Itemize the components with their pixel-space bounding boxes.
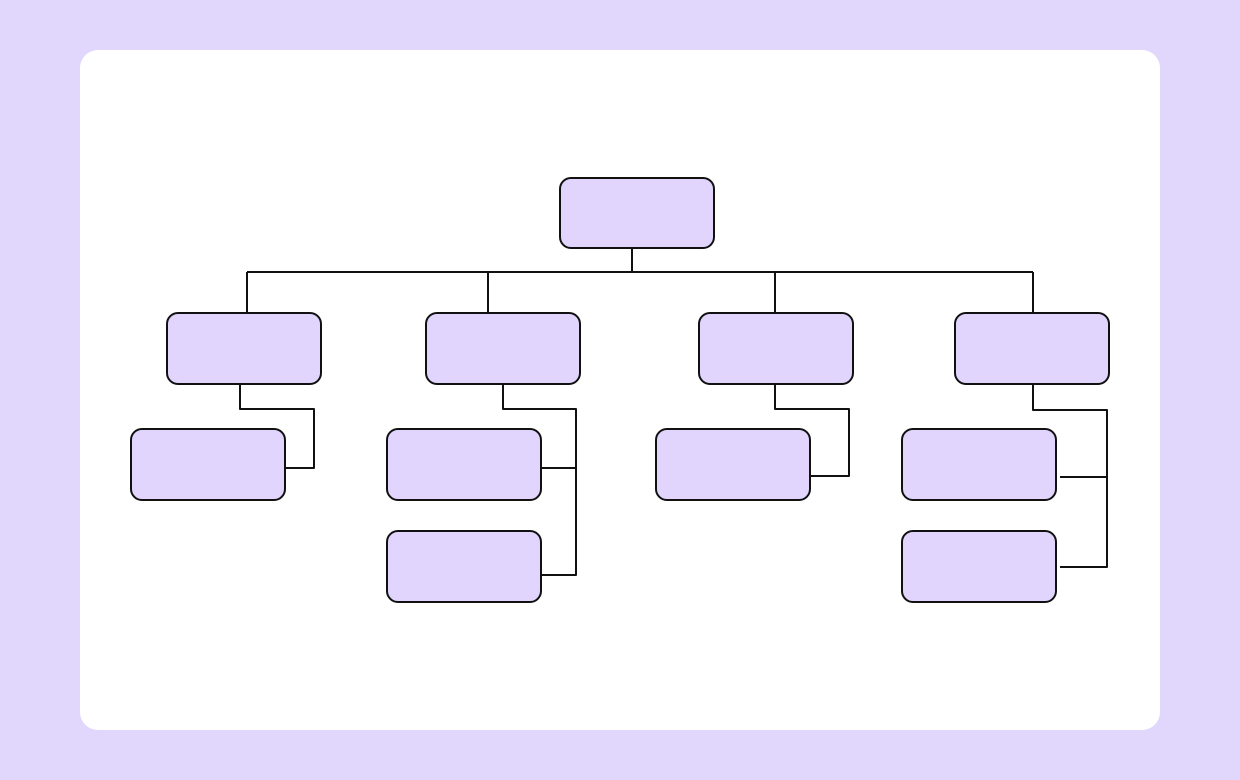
connector-branch-4 bbox=[1032, 384, 1108, 568]
connector-branch-1 bbox=[239, 384, 315, 469]
level2-node-1-1[interactable] bbox=[130, 428, 286, 501]
level2-node-2-2[interactable] bbox=[386, 530, 542, 603]
connector-branch-2 bbox=[502, 384, 577, 576]
level2-node-2-1[interactable] bbox=[386, 428, 542, 501]
level2-node-4-1[interactable] bbox=[901, 428, 1057, 501]
level2-node-3-1[interactable] bbox=[655, 428, 811, 501]
connector-root-bus bbox=[246, 248, 1034, 313]
level1-node-3[interactable] bbox=[698, 312, 854, 385]
level1-node-1[interactable] bbox=[166, 312, 322, 385]
diagram-card bbox=[80, 50, 1160, 730]
level1-node-4[interactable] bbox=[954, 312, 1110, 385]
root-node[interactable] bbox=[559, 177, 715, 249]
level1-node-2[interactable] bbox=[425, 312, 581, 385]
connector-branch-3 bbox=[774, 384, 850, 477]
level2-node-4-2[interactable] bbox=[901, 530, 1057, 603]
